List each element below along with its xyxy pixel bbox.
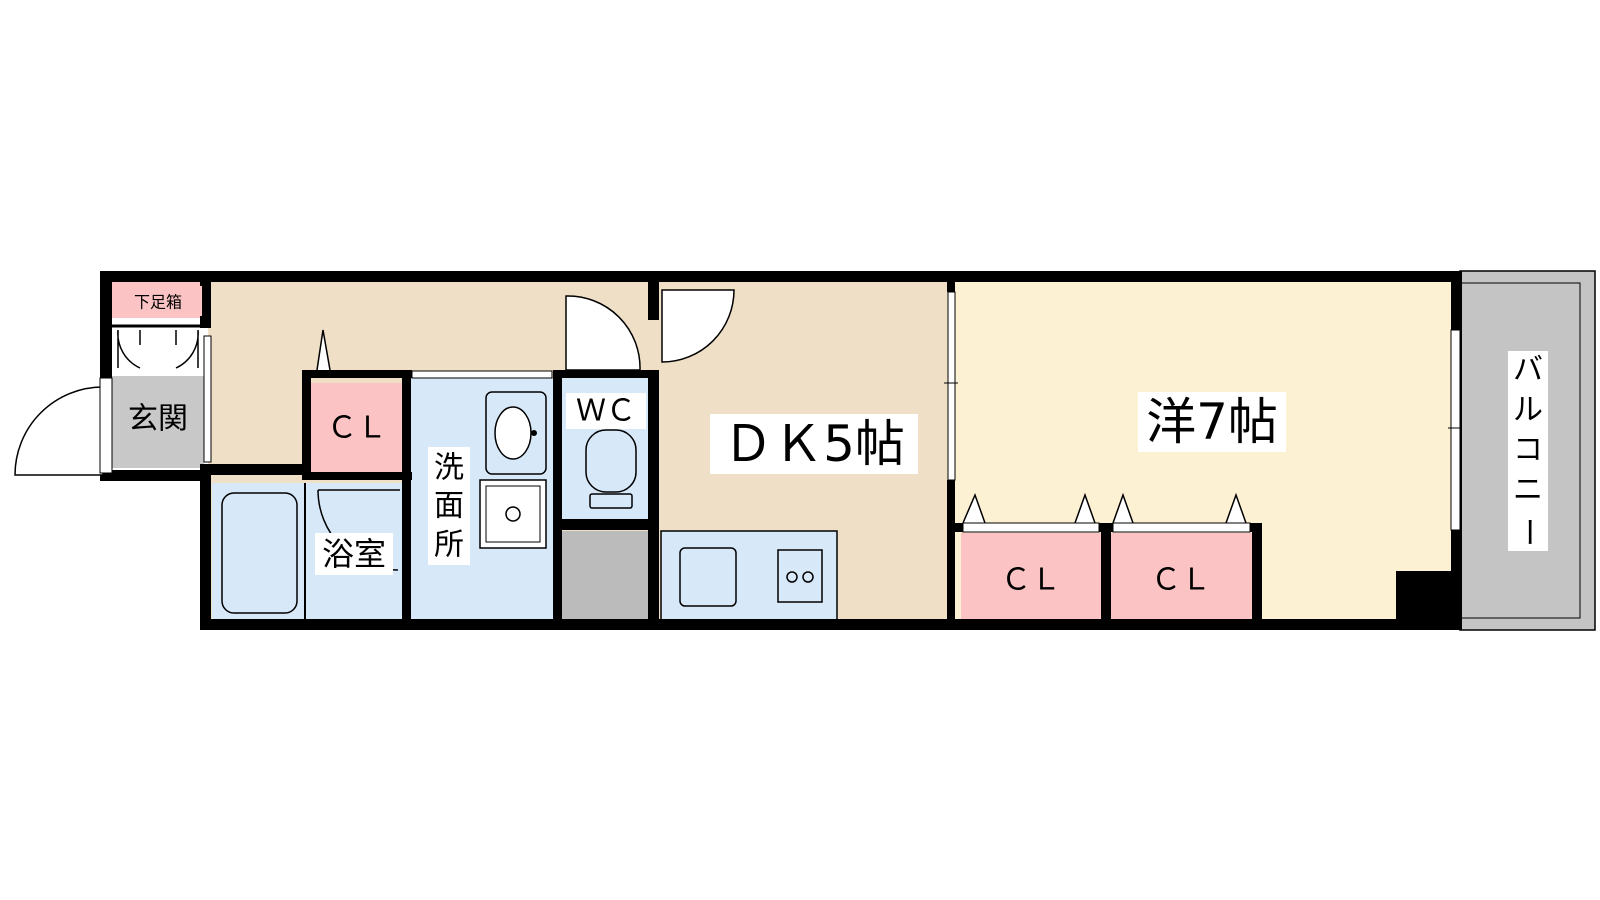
closet-west-1-door[interactable] bbox=[962, 492, 1096, 524]
entrance-frame bbox=[99, 377, 113, 474]
kitchen-sink bbox=[679, 547, 737, 607]
washroom-label-2: 面 bbox=[434, 489, 464, 524]
closet-hall-fill bbox=[311, 383, 402, 472]
bathroom-label: 浴室 bbox=[322, 535, 386, 573]
closet-west-1-label: ＣＬ bbox=[1001, 563, 1061, 598]
wc-label: ＷＣ bbox=[576, 394, 636, 429]
western-room-label: 洋7帖 bbox=[1146, 393, 1278, 451]
storage-box bbox=[561, 531, 651, 623]
wc-door[interactable] bbox=[565, 295, 641, 371]
balcony-label-1: バ bbox=[1513, 353, 1543, 388]
shoe-box-doors[interactable] bbox=[117, 329, 199, 369]
closet-west-2-label: ＣＬ bbox=[1151, 563, 1211, 598]
closet-hall-door[interactable] bbox=[316, 329, 331, 371]
balcony-label-3: コ bbox=[1513, 433, 1543, 468]
balcony-window[interactable] bbox=[1450, 329, 1461, 531]
hall-window bbox=[203, 335, 212, 463]
entrance-door[interactable] bbox=[14, 386, 104, 476]
balcony-label-5: ー bbox=[1511, 517, 1546, 547]
partition-sliding-door[interactable] bbox=[947, 291, 956, 481]
stove bbox=[777, 549, 823, 603]
shoe-box-label: 下足箱 bbox=[134, 293, 182, 312]
genkan-label: 玄関 bbox=[128, 402, 188, 437]
closet-west-2-door[interactable] bbox=[1112, 492, 1247, 524]
washroom-label-3: 所 bbox=[434, 528, 464, 563]
dk-door[interactable] bbox=[661, 289, 735, 363]
closet-west-1-fill bbox=[961, 533, 1101, 623]
washroom-label-1: 洗 bbox=[434, 451, 464, 486]
washroom-sliding-door[interactable] bbox=[411, 370, 553, 379]
bathtub bbox=[221, 492, 298, 614]
toilet bbox=[585, 429, 637, 493]
dk-label: ＤＫ5帖 bbox=[723, 415, 905, 473]
balcony-label-4: ニ bbox=[1513, 473, 1543, 508]
balcony-label-2: ル bbox=[1513, 393, 1543, 428]
genkan-floor bbox=[112, 376, 204, 468]
closet-west-2-fill bbox=[1111, 533, 1252, 623]
closet-hall-label: ＣＬ bbox=[327, 411, 387, 446]
